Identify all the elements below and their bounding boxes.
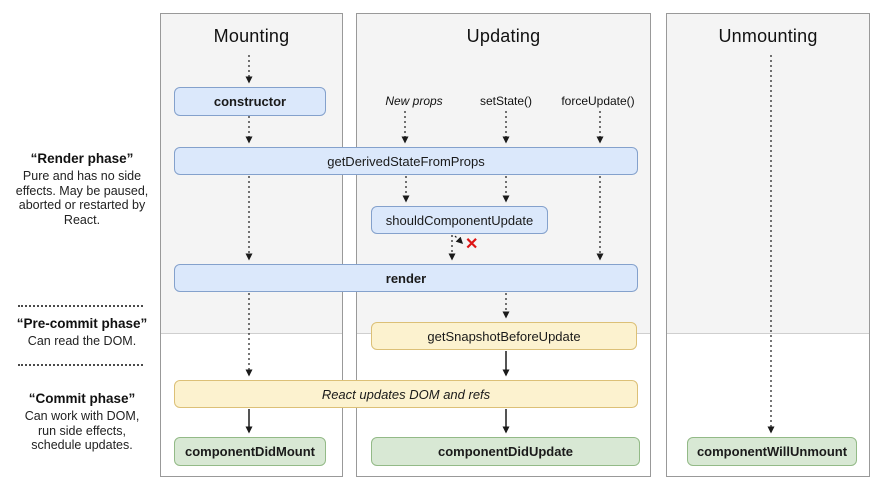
node-getderivedstatefromprops[interactable]: getDerivedStateFromProps xyxy=(174,147,638,175)
phase-pre-commit-title: “Pre-commit phase” xyxy=(16,316,148,331)
column-title-updating: Updating xyxy=(466,26,541,46)
node-render[interactable]: render xyxy=(174,264,638,292)
node-react-updates-dom: React updates DOM and refs xyxy=(174,380,638,408)
trigger-new-props: New props xyxy=(385,94,443,108)
stop-x-icon: ✕ xyxy=(465,236,479,253)
phase-commit-title: “Commit phase” xyxy=(28,391,136,406)
node-getsnapshotbeforeupdate[interactable]: getSnapshotBeforeUpdate xyxy=(371,322,637,350)
phase-commit-description: Can work with DOM, run side effects, sch… xyxy=(24,409,140,452)
column-title-unmounting: Unmounting xyxy=(718,26,818,46)
phase-render-title: “Render phase” xyxy=(30,151,134,166)
node-componentdidmount[interactable]: componentDidMount xyxy=(174,437,326,466)
trigger-set-state: setState() xyxy=(479,94,533,108)
column-title-mounting: Mounting xyxy=(213,26,290,46)
phase-label-pre-commit: “Pre-commit phase” Can read the DOM. xyxy=(7,316,157,349)
phase-render-description: Pure and has no side effects. May be pau… xyxy=(15,169,149,227)
phase-separator-dotted-line xyxy=(18,364,143,366)
node-componentwillunmount[interactable]: componentWillUnmount xyxy=(687,437,857,466)
node-constructor[interactable]: constructor xyxy=(174,87,326,116)
phase-divider-line xyxy=(161,333,342,334)
phase-separator-dotted-line xyxy=(18,305,143,307)
phase-pre-commit-description: Can read the DOM. xyxy=(27,334,137,348)
phase-label-render: “Render phase” Pure and has no side effe… xyxy=(7,151,157,227)
node-componentdidupdate[interactable]: componentDidUpdate xyxy=(371,437,640,466)
trigger-force-update: forceUpdate() xyxy=(561,94,635,108)
node-shouldcomponentupdate[interactable]: shouldComponentUpdate xyxy=(371,206,548,234)
column-unmounting: Unmounting xyxy=(666,13,870,477)
phase-label-commit: “Commit phase” Can work with DOM, run si… xyxy=(15,391,149,453)
phase-divider-line xyxy=(667,333,869,334)
